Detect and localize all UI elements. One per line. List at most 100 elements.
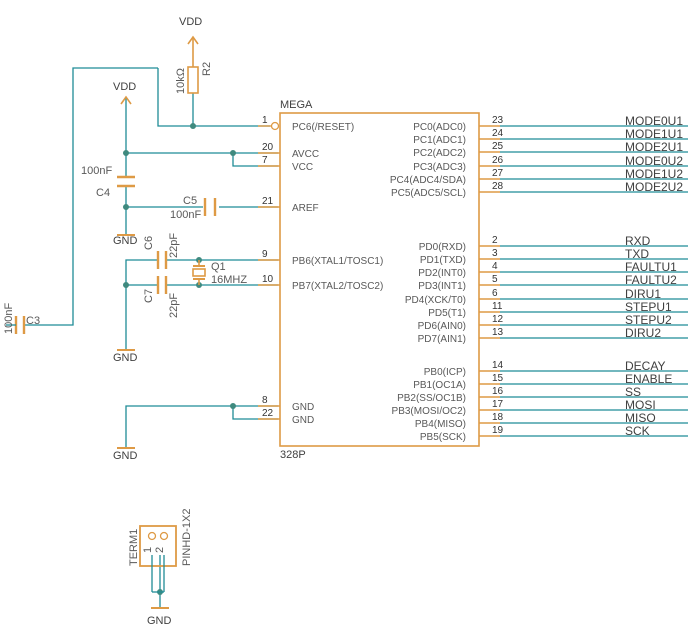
pin-label-right: PB3(MOSI/OC2): [392, 406, 466, 417]
pin-label-right: PD1(TXD): [420, 255, 466, 266]
pin-number-right: 13: [492, 327, 504, 338]
c6-value: 22pF: [168, 233, 180, 258]
pin-number-right: 4: [492, 261, 498, 272]
net-label: MODE1U2: [625, 167, 683, 181]
pin-number-right: 5: [492, 274, 498, 285]
pin-label-right: PB2(SS/OC1B): [397, 393, 466, 404]
pin-number-right: 23: [492, 115, 504, 126]
pin-number-left: 21: [262, 196, 274, 207]
r2-name: R2: [201, 62, 213, 76]
net-label: MODE2U2: [625, 180, 683, 194]
pin-label-right: PD4(XCK/T0): [405, 295, 466, 306]
c6-name: C6: [143, 236, 155, 250]
pin-label-left: AREF: [292, 203, 319, 214]
net-label: DIRU2: [625, 326, 661, 340]
net-label: DIRU1: [625, 287, 661, 301]
c5-name: C5: [183, 195, 197, 207]
pin-label-left: GND: [292, 415, 314, 426]
pin-number-right: 28: [492, 181, 504, 192]
capacitor-c4: [117, 175, 135, 188]
pin-number-right: 14: [492, 360, 504, 371]
term1-pin1: 1: [142, 547, 154, 553]
capacitor-c5: [203, 198, 217, 216]
gnd-label-chip: GND: [113, 450, 138, 462]
c3-name: C3: [26, 315, 40, 327]
net-label: MODE2U1: [625, 140, 683, 154]
pin-label-right: PC2(ADC2): [413, 148, 466, 159]
pin-number-right: 2: [492, 235, 498, 246]
pin-label-right: PB5(SCK): [420, 432, 466, 443]
pin-number-right: 16: [492, 386, 504, 397]
c7-value: 22pF: [168, 293, 180, 318]
right-pins: 23PC0(ADC0)MODE0U124PC1(ADC1)MODE1U125PC…: [390, 114, 683, 443]
capacitor-c7: [156, 276, 168, 294]
pin-label-right: PD7(AIN1): [418, 334, 466, 345]
pin-label-right: PD0(RXD): [419, 242, 466, 253]
pin-label-right: PB0(ICP): [424, 367, 466, 378]
mega328p-body: [279, 112, 480, 447]
pin-label-left: GND: [292, 402, 314, 413]
pin-number-left: 20: [262, 142, 274, 153]
pin-label-right: PC3(ADC3): [413, 162, 466, 173]
net-label: DECAY: [625, 359, 665, 373]
pin-label-right: PD6(AIN0): [418, 321, 466, 332]
pin-number-right: 12: [492, 314, 504, 325]
pin-label-right: PD2(INT0): [418, 268, 466, 279]
c4-value: 100nF: [81, 165, 112, 177]
vdd-supply-left: VDD: [113, 81, 136, 105]
q1-value: 16MHZ: [211, 274, 247, 286]
net-label: ENABLE: [625, 372, 672, 386]
pin-number-right: 25: [492, 141, 504, 152]
pin-number-right: 6: [492, 288, 498, 299]
gnd-symbols: [117, 234, 169, 609]
gnd-label-term: GND: [147, 615, 172, 627]
net-label: MOSI: [625, 398, 656, 412]
term1-value: PINHD-1X2: [181, 509, 193, 566]
pin-label-left: PC6(/RESET): [292, 122, 354, 133]
pin-number-right: 24: [492, 128, 504, 139]
net-label: MISO: [625, 411, 656, 425]
pin-number-left: 8: [262, 395, 268, 406]
pin-number-right: 3: [492, 248, 498, 259]
c4-name: C4: [96, 187, 110, 199]
net-label: FAULTU2: [625, 273, 677, 287]
resistor-r2: 10kΩ R2: [175, 53, 213, 94]
pin-label-left: PB7(XTAL2/TOSC2): [292, 281, 383, 292]
q1-name: Q1: [211, 261, 226, 273]
pin-number-right: 11: [492, 301, 503, 312]
gnd-label-crystal: GND: [113, 352, 138, 364]
pin-number-left: 1: [262, 115, 268, 126]
pin-label-right: PC4(ADC4/SDA): [390, 175, 466, 186]
net-label: MODE0U2: [625, 154, 683, 168]
pin-number-right: 27: [492, 168, 504, 179]
capacitor-c6: [156, 251, 168, 269]
pin-label-right: PD3(INT1): [418, 281, 466, 292]
net-label: FAULTU1: [625, 260, 677, 274]
wires: [24, 67, 278, 608]
pin-label-right: PB1(OC1A): [413, 380, 466, 391]
chip-name-bottom: 328P: [280, 449, 306, 461]
pin-number-right: 26: [492, 155, 504, 166]
gnd-label-c4: GND: [113, 235, 138, 247]
term1-name: TERM1: [128, 529, 140, 566]
crystal-q1: [192, 260, 206, 285]
net-label: SS: [625, 385, 641, 399]
pin-number-right: 15: [492, 373, 504, 384]
net-label: SCK: [625, 424, 650, 438]
r2-value: 10kΩ: [175, 68, 187, 94]
pin-label-right: PD5(T1): [428, 308, 466, 319]
pin-number-left: 7: [262, 155, 268, 166]
pin-number-right: 19: [492, 425, 504, 436]
pin-label-left: VCC: [292, 162, 313, 173]
pin-label-right: PC1(ADC1): [413, 135, 466, 146]
pin-number-left: 22: [262, 408, 274, 419]
pin-number-left: 9: [262, 249, 268, 260]
pin-number-left: 10: [262, 274, 274, 285]
pin-number-right: 17: [492, 399, 504, 410]
terminal-term1: [139, 525, 177, 593]
vdd-label-top: VDD: [179, 16, 202, 28]
c7-name: C7: [143, 289, 155, 303]
net-lines: [500, 125, 688, 437]
left-pins: 1PC6(/RESET)20AVCC7VCC21AREF9PB6(XTAL1/T…: [258, 115, 383, 426]
